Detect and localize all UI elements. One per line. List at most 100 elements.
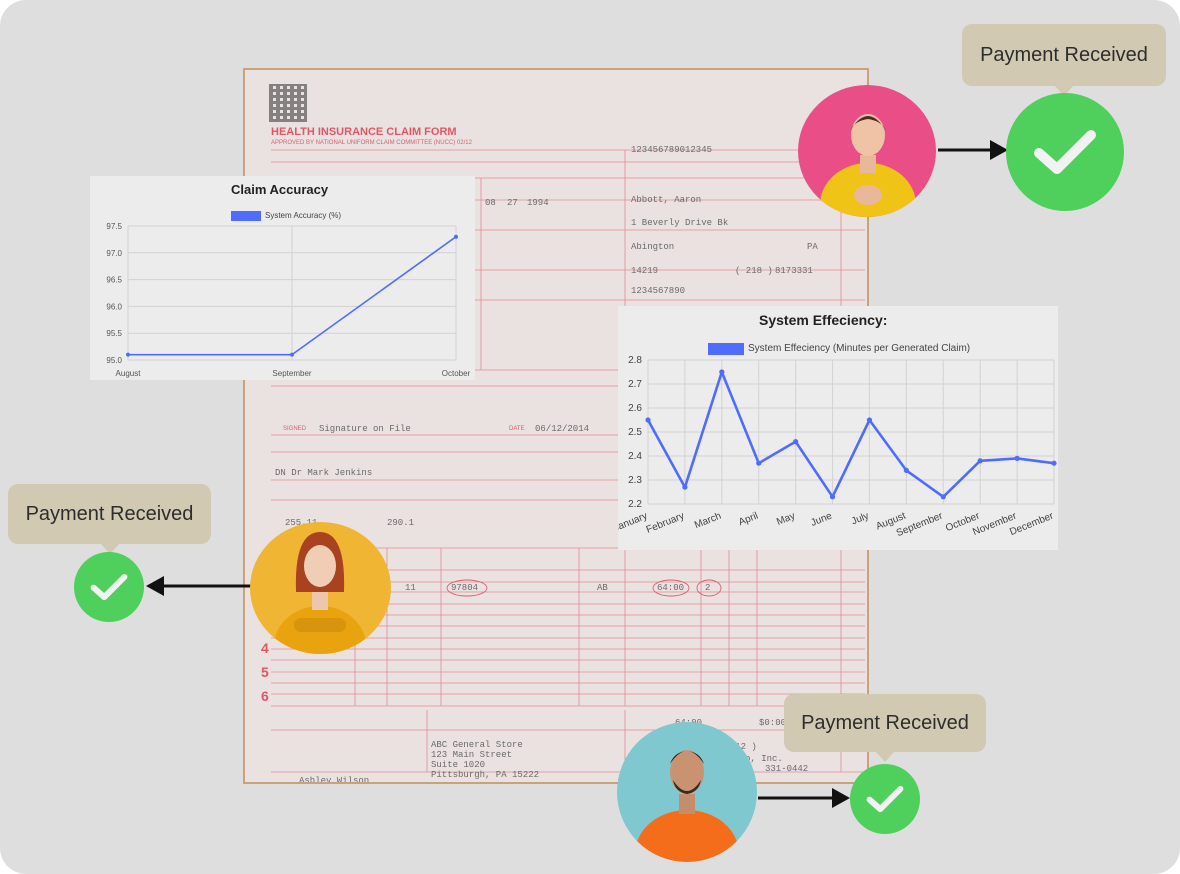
x-tick-label: April	[737, 511, 760, 529]
charges-value: 64:00	[657, 583, 685, 593]
data-point	[645, 417, 651, 423]
insured-zip-value: 14219	[631, 266, 659, 276]
insured-id-value: 123456789012345	[631, 145, 713, 155]
avatar-man-orange	[617, 722, 757, 862]
y-tick-label: 2.8	[628, 355, 642, 366]
avatar-woman-yellow	[798, 85, 936, 217]
signed-date-value: 06/12/2014	[535, 424, 590, 434]
facility-line-4: Pittsburgh, PA 15222	[431, 770, 540, 780]
data-point	[1014, 455, 1020, 461]
payment-received-badge-top: Payment Received	[962, 24, 1166, 96]
insured-name-value: Abbott, Aaron	[631, 195, 702, 205]
claim-accuracy-title: Claim Accuracy	[231, 182, 329, 197]
birth-day-value: 27	[507, 198, 518, 208]
qr-code-icon	[269, 84, 307, 122]
signature-value: Signature on File	[319, 424, 411, 434]
claim-accuracy-legend-label: System Accuracy (%)	[265, 211, 342, 220]
data-point	[977, 458, 983, 464]
line-number-6: 6	[261, 688, 269, 704]
data-point	[793, 439, 799, 445]
system-efficiency-title: System Effeciency:	[759, 312, 888, 328]
referring-provider-value: DN Dr Mark Jenkins	[275, 468, 373, 478]
arrow-right-icon	[938, 140, 1008, 160]
data-point	[903, 467, 909, 473]
x-tick-label: May	[775, 511, 797, 528]
diagnosis-a-value: 255.11	[285, 518, 318, 528]
data-point	[454, 234, 458, 239]
birth-month-value: 08	[485, 198, 496, 208]
avatar-woman-redhair	[250, 522, 391, 654]
data-point	[1051, 460, 1057, 466]
x-tick-label: February	[645, 511, 686, 536]
y-tick-label: 2.3	[628, 475, 642, 486]
facility-line-2: 123 Main Street	[431, 750, 513, 760]
insured-phone-value: 8173331	[775, 266, 813, 276]
facility-line-1: ABC General Store	[431, 740, 523, 750]
y-tick-label: 2.6	[628, 403, 642, 414]
insured-city-value: Abington	[631, 242, 675, 252]
data-point	[940, 494, 946, 500]
x-tick-label: January	[618, 511, 649, 535]
check-icon	[1006, 93, 1124, 211]
y-tick-label: 96.0	[106, 302, 122, 311]
insured-state-value: PA	[807, 242, 818, 252]
y-tick-label: 95.0	[106, 356, 122, 365]
x-tick-label: September	[272, 369, 311, 378]
service-place-value: 11	[405, 583, 416, 593]
signed-label: SIGNED	[283, 426, 307, 432]
insured-address-value: 1 Beverly Drive Bk	[631, 218, 729, 228]
y-tick-label: 2.2	[628, 499, 642, 510]
diagnosis-pointer-value: AB	[597, 583, 608, 593]
y-tick-label: 96.5	[106, 276, 122, 285]
check-icon	[74, 552, 144, 622]
x-tick-label: July	[850, 511, 871, 528]
y-tick-label: 97.5	[106, 222, 122, 231]
form-approved-note: APPROVED BY NATIONAL UNIFORM CLAIM COMMI…	[271, 140, 472, 146]
series-line	[646, 370, 1055, 499]
date-label: DATE	[509, 426, 525, 432]
system-efficiency-chart: System Effeciency: System Effeciency (Mi…	[618, 306, 1058, 550]
payment-received-badge-bottom: Payment Received	[784, 694, 986, 762]
signer-name-value: Ashley Wilson	[299, 776, 370, 784]
billing-name-fragment: o, Inc.	[745, 754, 783, 764]
data-point	[719, 369, 725, 375]
policy-group-value: 1234567890	[631, 286, 686, 296]
y-tick-label: 95.5	[106, 329, 122, 338]
line-number-4: 4	[261, 640, 269, 656]
y-tick-label: 2.4	[628, 451, 642, 462]
arrow-left-icon	[146, 576, 252, 596]
person-illustration	[820, 114, 916, 217]
data-point	[682, 484, 688, 490]
amount-paid-value: $0:00	[759, 718, 787, 728]
x-tick-label: March	[693, 511, 723, 532]
arrow-right-icon	[758, 788, 850, 808]
cpt-code-value: 97804	[451, 583, 479, 593]
data-point	[126, 352, 130, 357]
x-tick-label: August	[116, 369, 142, 378]
data-point	[756, 460, 762, 466]
billing-phone-value: 331-0442	[765, 764, 809, 774]
y-tick-label: 2.7	[628, 379, 642, 390]
y-tick-label: 97.0	[106, 249, 122, 258]
person-illustration	[635, 750, 739, 862]
facility-line-3: Suite 1020	[431, 760, 486, 770]
data-point	[866, 417, 873, 423]
claim-accuracy-legend-swatch	[231, 211, 261, 221]
data-point	[290, 352, 294, 357]
system-efficiency-legend-label: System Effeciency (Minutes per Generated…	[748, 343, 971, 354]
x-tick-label: October	[442, 369, 471, 378]
system-efficiency-legend-swatch	[708, 343, 744, 355]
y-tick-label: 2.5	[628, 427, 642, 438]
line-number-5: 5	[261, 664, 269, 680]
check-icon	[850, 764, 920, 834]
units-value: 2	[705, 583, 711, 593]
person-illustration	[274, 532, 366, 654]
data-point	[829, 494, 836, 500]
birth-year-value: 1994	[527, 198, 549, 208]
diagnosis-b-value: 290.1	[387, 518, 415, 528]
x-tick-label: June	[809, 510, 834, 528]
